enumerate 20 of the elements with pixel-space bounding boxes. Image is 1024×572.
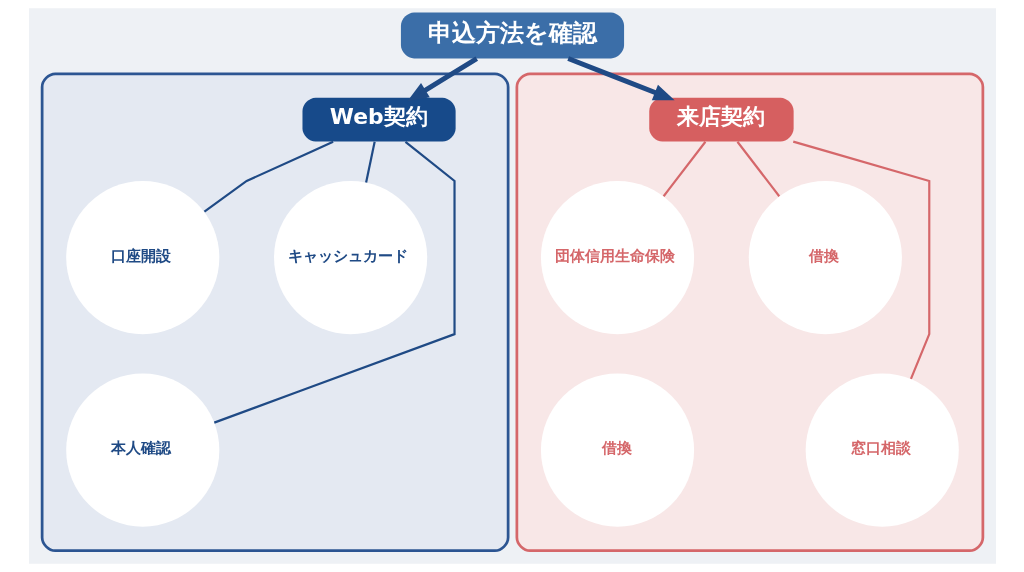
node-circle: 本人確認 (65, 373, 219, 527)
node-circle: 口座開設 (65, 181, 219, 335)
arrow (566, 56, 675, 101)
node-box: 来店契約 (648, 97, 794, 142)
connector (213, 141, 456, 424)
connector (792, 140, 930, 380)
connector (736, 141, 780, 197)
cluster (515, 72, 984, 553)
node-circle: 窓口相談 (805, 373, 959, 527)
connector (203, 140, 334, 213)
cluster (40, 72, 509, 553)
connector (364, 141, 376, 183)
node-circle: キャッシュカード (273, 181, 427, 335)
arrow (406, 56, 478, 102)
node-circle: 借換 (748, 181, 902, 335)
node-circle: 団体信用生命保険 (540, 181, 694, 335)
node-box: 申込方法を確認 (400, 12, 624, 59)
connector (662, 141, 706, 197)
node-box: Web契約 (301, 97, 456, 142)
node-circle: 借換 (540, 373, 694, 527)
